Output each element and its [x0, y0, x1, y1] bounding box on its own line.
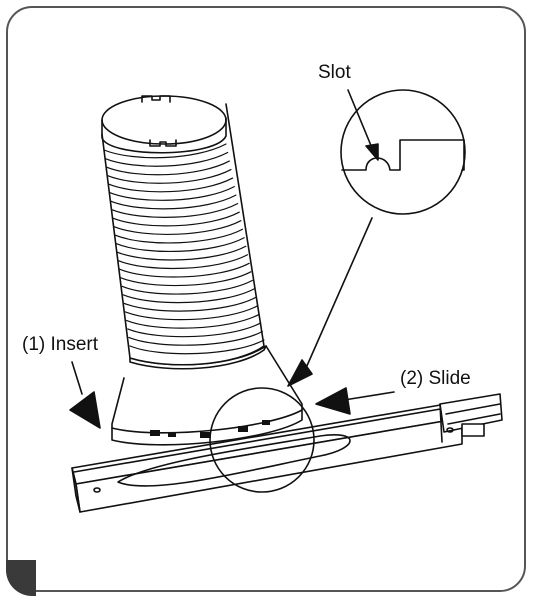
magnifier-connector-line	[306, 218, 372, 368]
slide-arrowhead	[316, 388, 350, 414]
slot-label: Slot	[318, 62, 351, 84]
slot-detail-magnifier	[341, 90, 465, 214]
insert-arrow-line	[72, 362, 82, 394]
slide-label: (2) Slide	[400, 368, 471, 390]
insert-label: (1) Insert	[22, 334, 98, 356]
insert-arrowhead	[70, 392, 100, 428]
slide-arrow-line	[344, 392, 394, 400]
